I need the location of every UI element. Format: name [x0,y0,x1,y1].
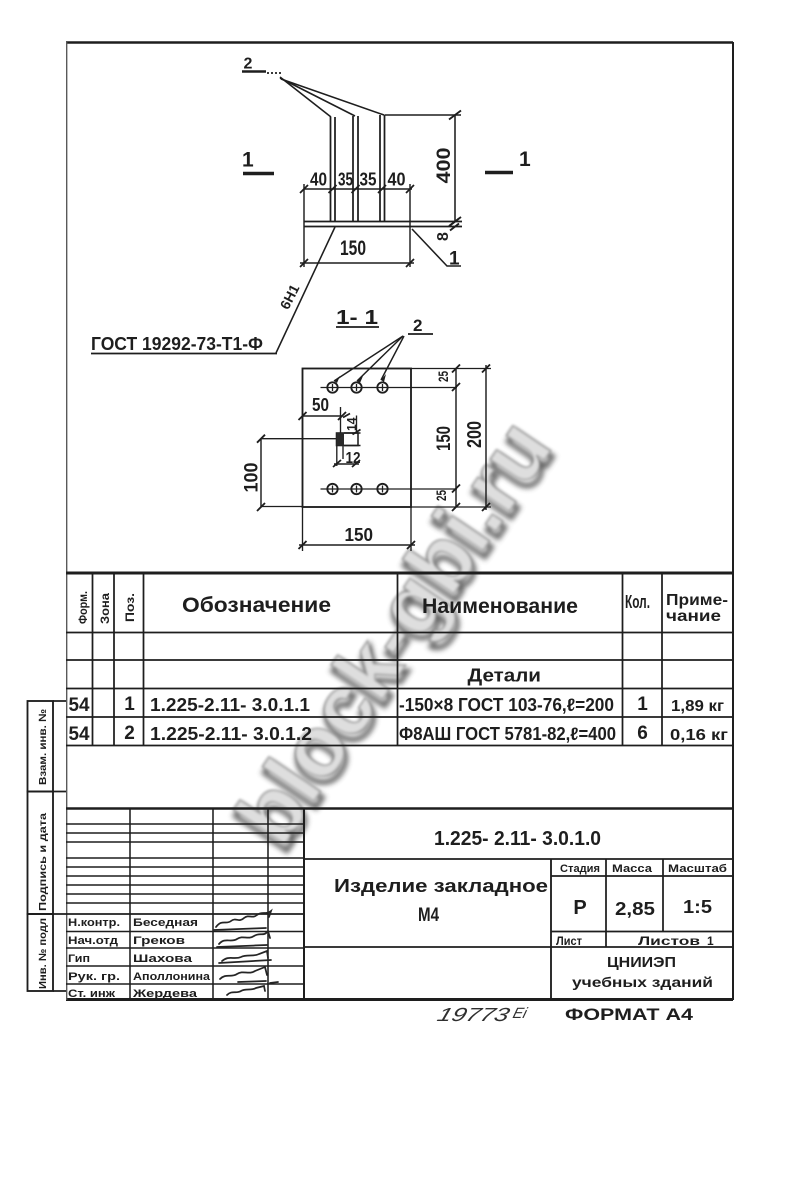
svg-text:учебных зданий: учебных зданий [572,974,713,990]
svg-text:Аполлонина: Аполлонина [133,971,211,983]
svg-text:400: 400 [434,148,455,184]
svg-text:6Н1: 6Н1 [277,281,303,311]
svg-text:25: 25 [433,490,449,501]
svg-text:Греков: Греков [133,935,185,947]
svg-text:ЦНИИЭП: ЦНИИЭП [607,954,676,971]
svg-text:Листов: Листов [638,934,700,948]
svg-text:0,16 кг: 0,16 кг [670,727,728,744]
svg-text:ФОРМАТ А4: ФОРМАТ А4 [565,1006,694,1024]
svg-text:100: 100 [242,463,263,493]
svg-text:Жердева: Жердева [132,988,198,1000]
svg-text:8: 8 [435,232,452,241]
svg-text:40: 40 [310,170,327,190]
svg-text:6: 6 [637,723,648,744]
svg-text:Зона: Зона [98,593,112,624]
svg-text:200: 200 [464,421,486,448]
svg-text:Лист: Лист [556,934,582,948]
svg-text:150: 150 [345,525,374,545]
svg-text:Нач.отд: Нач.отд [68,935,118,947]
svg-text:block-gbi.ru: block-gbi.ru [219,403,570,859]
svg-text:1: 1 [242,149,254,172]
svg-text:54: 54 [69,724,90,745]
svg-text:150: 150 [434,426,455,451]
svg-text:Наименование: Наименование [422,595,578,618]
svg-text:Подпись и дата: Подпись и дата [37,813,49,911]
svg-text:-150×8 ГОСТ 103-76,ℓ=200: -150×8 ГОСТ 103-76,ℓ=200 [399,695,614,715]
svg-text:ГОСТ 19292-73-Т1-Ф: ГОСТ 19292-73-Т1-Ф [91,334,263,354]
svg-text:1: 1 [637,694,648,715]
svg-text:Еi: Еi [511,1005,529,1022]
svg-text:40: 40 [388,170,406,190]
svg-text:2,85: 2,85 [615,899,655,919]
svg-text:19773: 19773 [434,1004,512,1025]
svg-text:Р: Р [573,897,586,919]
svg-text:1.225-2.11- 3.0.1.1: 1.225-2.11- 3.0.1.1 [150,695,310,715]
svg-text:1: 1 [519,148,531,171]
svg-text:1,89 кг: 1,89 кг [671,698,724,715]
svg-text:50: 50 [312,395,329,415]
svg-text:Беседная: Беседная [133,917,198,929]
svg-text:Приме-: Приме- [666,592,728,609]
svg-text:35: 35 [360,170,377,190]
svg-text:12: 12 [346,450,361,467]
svg-text:М4: М4 [418,905,439,926]
svg-text:14: 14 [344,417,359,431]
svg-text:Шахова: Шахова [133,953,193,965]
svg-text:Инв. № подл: Инв. № подл [37,918,49,989]
svg-text:Масштаб: Масштаб [668,863,727,875]
svg-text:150: 150 [340,237,366,260]
svg-text:Поз.: Поз. [123,593,137,622]
svg-text:Гип: Гип [68,953,90,965]
svg-text:Рук. гр.: Рук. гр. [68,971,120,983]
svg-text:Обозначение: Обозначение [182,594,331,617]
svg-text:1: 1 [707,934,714,948]
svg-text:1: 1 [124,694,135,715]
svg-text:Масса: Масса [612,863,653,875]
svg-text:Взам. инв. №: Взам. инв. № [37,709,49,785]
svg-text:Н.контр.: Н.контр. [68,917,120,929]
svg-text:2: 2 [244,56,253,73]
svg-text:чание: чание [666,608,721,625]
svg-text:Детали: Детали [468,665,542,686]
svg-text:Кол.: Кол. [625,592,650,612]
svg-text:1- 1: 1- 1 [336,307,378,329]
svg-text:Форм.: Форм. [76,591,90,624]
svg-text:1: 1 [449,249,460,270]
svg-text:2: 2 [413,316,422,335]
svg-text:Ф8АШ ГОСТ 5781-82,ℓ=400: Ф8АШ ГОСТ 5781-82,ℓ=400 [399,724,616,744]
svg-text:1:5: 1:5 [683,897,712,917]
svg-text:35: 35 [338,170,353,190]
svg-text:Изделие закладное: Изделие закладное [334,876,548,896]
svg-text:54: 54 [69,695,90,716]
svg-text:25: 25 [435,371,451,382]
svg-text:Ст. инж: Ст. инж [68,988,115,1000]
svg-text:1.225-2.11- 3.0.1.2: 1.225-2.11- 3.0.1.2 [150,724,312,744]
svg-text:2: 2 [124,723,135,744]
svg-text:Стадия: Стадия [560,863,600,875]
svg-text:1.225- 2.11- 3.0.1.0: 1.225- 2.11- 3.0.1.0 [434,828,601,850]
